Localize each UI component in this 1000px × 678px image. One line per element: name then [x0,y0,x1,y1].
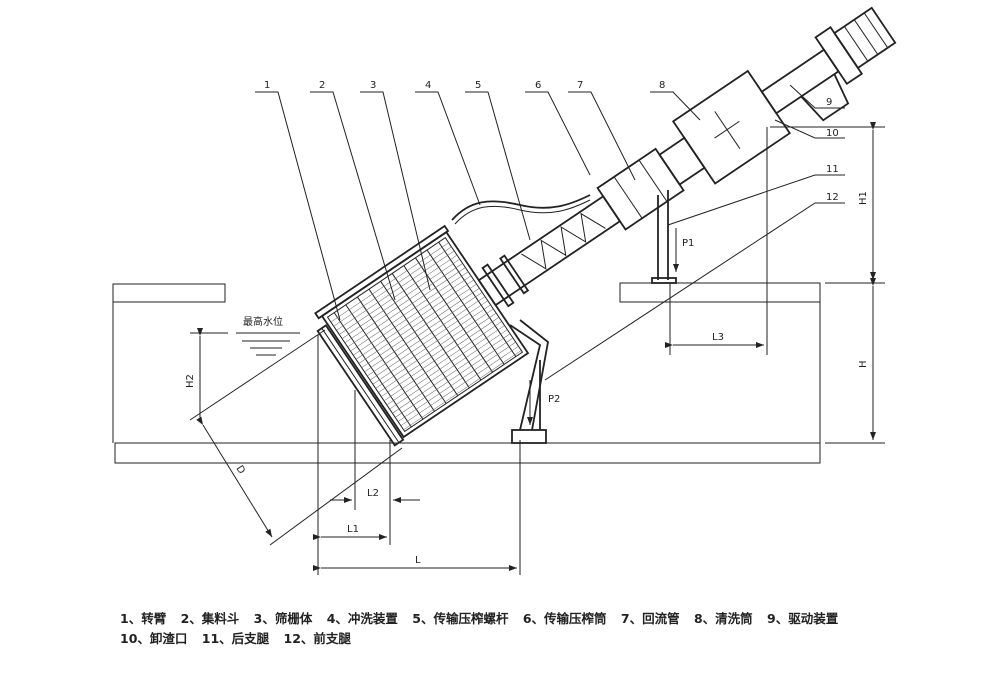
legend-item: 1、转臂 [120,611,167,626]
screen-mesh-line [364,292,483,373]
screen-mesh-line [400,346,519,426]
water-level-label: 最高水位 [243,315,283,328]
screen-bar [333,312,412,428]
callout-10: 10 [826,128,839,139]
legend-item: 8、清洗筒 [693,611,753,626]
callout-3: 3 [370,80,376,91]
dim-h: H [858,360,869,368]
screen-mesh-line [341,259,460,339]
legend-row-2: 10、卸渣口 11、后支腿 12、前支腿 [120,629,848,649]
screen-mesh-line [378,312,497,393]
legend-item: 9、驱动装置 [767,611,839,626]
callout-4: 4 [425,80,431,91]
dim-l1: L1 [347,524,359,535]
callout-12: 12 [826,192,839,203]
legend-item: 4、冲洗装置 [326,611,398,626]
callout-1: 1 [264,80,270,91]
screen-bar [368,288,447,404]
callout-7: 7 [577,80,583,91]
screen-bar [356,296,435,412]
front-support-leg [509,319,549,444]
water-level-symbol [190,332,300,356]
dim-h1: H1 [858,191,869,205]
callout-6: 6 [535,80,541,91]
screen-mesh-line [350,271,469,352]
screen-mesh-line [333,246,452,327]
dim-l: L [415,555,421,566]
callout-11: 11 [826,164,839,175]
screen-bar [380,281,459,396]
screen-mesh-line [375,308,494,389]
screen-mesh-line [355,279,474,360]
screen-mesh-line [381,317,500,397]
callout-9: 9 [826,97,832,108]
drive-unit [814,26,864,86]
screen-bar [391,273,470,389]
callout-numbers: 1 2 3 4 5 6 7 8 9 10 11 12 [264,80,839,203]
dim-p2: P2 [548,394,560,405]
dim-p1: P1 [682,238,694,249]
dimension-lines [189,122,885,575]
dim-l3: L3 [712,332,724,343]
legend-item: 5、传输压榨螺杆 [412,611,509,626]
screen-mesh-line [367,296,486,377]
screen-mesh-line [395,337,514,418]
screen-mesh-line [372,304,491,385]
screen-mesh-line [339,254,458,335]
screen-mesh-line [386,325,505,406]
right-upper-slab [619,282,821,303]
screen-mesh-line [336,250,455,331]
legend-item: 11、后支腿 [201,631,270,646]
rear-support-leg [651,190,677,284]
callout-leaders [255,84,845,381]
dim-h2: H2 [185,374,196,388]
legend-item: 2、集料斗 [180,611,240,626]
legend-item: 10、卸渣口 [120,631,188,646]
machine [314,6,897,447]
screen-bar [403,265,482,381]
legend-item: 7、回流管 [620,611,680,626]
screen-mesh-line [392,333,511,414]
screen-mesh-line [389,329,508,410]
discharge-outlet [800,73,850,122]
callout-5: 5 [475,80,481,91]
screen-body [314,224,530,447]
legend-row-1: 1、转臂 2、集料斗 3、筛栅体 4、冲洗装置 5、传输压榨螺杆 6、传输压榨筒… [120,609,848,629]
dimension-labels: H1 H H2 L3 P1 P2 L L1 L2 D [185,191,869,566]
legend: 1、转臂 2、集料斗 3、筛栅体 4、冲洗装置 5、传输压榨螺杆 6、传输压榨筒… [120,609,848,649]
left-upper-slab [112,283,226,303]
screen-mesh-line [369,300,488,381]
screen-bar [345,304,424,420]
legend-item: 6、传输压榨筒 [522,611,607,626]
screen-mesh-line [397,341,516,422]
screen-mesh-line [361,288,480,368]
callout-2: 2 [319,80,325,91]
screen-bar [415,257,494,373]
screen-mesh-line [353,275,472,356]
screen-mesh-line [403,350,522,431]
dim-l2: L2 [367,488,379,499]
callout-8: 8 [659,80,665,91]
channel-floor [114,442,821,464]
screen-bar [438,241,517,357]
screen-mesh-line [344,263,463,343]
legend-item: 3、筛栅体 [253,611,313,626]
screen-mesh-line [347,267,466,348]
screen-mesh-line [383,321,502,402]
dim-d: D [233,464,247,477]
screen-bar [426,249,505,365]
legend-item: 12、前支腿 [283,631,351,646]
conveyor-tube [477,6,897,308]
screen-mesh-line [358,283,477,364]
